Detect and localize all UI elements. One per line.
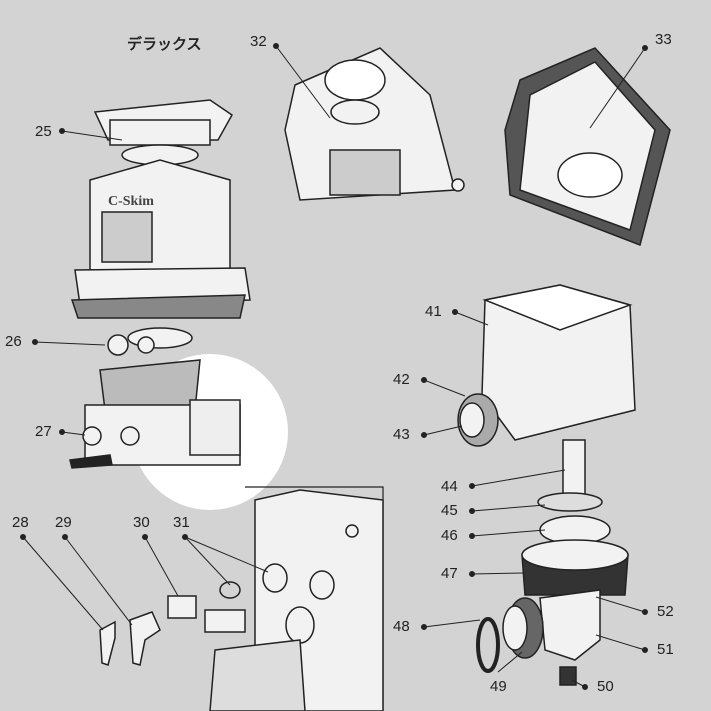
label-45: 45: [441, 502, 458, 519]
brand-logo: C-Skim: [108, 194, 154, 209]
label-27: 27: [35, 423, 52, 440]
lid-33: [504, 47, 671, 247]
valve-parts-28-31: [99, 581, 246, 666]
label-48: 48: [393, 618, 410, 635]
pump-assembly: [457, 284, 636, 686]
label-49: 49: [490, 678, 507, 695]
label-25: 25: [35, 123, 52, 140]
label-47: 47: [441, 565, 458, 582]
label-30: 30: [133, 514, 150, 531]
label-46: 46: [441, 527, 458, 544]
label-26: 26: [5, 333, 22, 350]
title-deluxe: デラックス: [127, 35, 202, 53]
label-31: 31: [173, 514, 190, 531]
label-51: 51: [657, 641, 674, 658]
label-44: 44: [441, 478, 458, 495]
label-32: 32: [250, 33, 267, 50]
label-43: 43: [393, 426, 410, 443]
skimmer-top-view-32: [284, 47, 465, 201]
leader-lines: [20, 43, 648, 690]
detail-inset: [209, 486, 384, 711]
label-52: 52: [657, 603, 674, 620]
skimmer-main-body: C-Skim: [69, 99, 251, 469]
label-33: 33: [655, 31, 672, 48]
label-42: 42: [393, 371, 410, 388]
label-29: 29: [55, 514, 72, 531]
label-50: 50: [597, 678, 614, 695]
label-28: 28: [12, 514, 29, 531]
label-41: 41: [425, 303, 442, 320]
